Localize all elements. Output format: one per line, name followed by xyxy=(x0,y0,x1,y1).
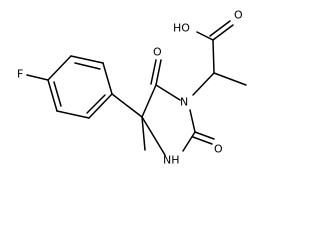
upper-carbonyl-bond-second xyxy=(150,59,157,85)
hydantoin-ring xyxy=(141,84,196,156)
chemical-structure-drawing: F HO O O N O NH xyxy=(17,9,247,167)
c-f-bond xyxy=(26,74,49,81)
upper-carbonyl-bond xyxy=(155,59,162,86)
methyl-bond xyxy=(141,116,146,151)
ring-carbonyl-oxygen-lower-label: O xyxy=(214,143,223,156)
ch-methyl-bond xyxy=(213,72,247,86)
ring-nitrogen-label: N xyxy=(180,96,188,109)
ring-carbonyl-oxygen-upper-label: O xyxy=(153,46,162,59)
fluorine-label: F xyxy=(17,68,23,81)
carboxyl-oxygen-label: O xyxy=(234,9,243,22)
c-oh-bond xyxy=(196,31,214,41)
ring-nh-label: NH xyxy=(163,154,180,167)
lower-carbonyl-bond xyxy=(194,131,215,140)
ch-to-carboxyl-bond xyxy=(212,39,215,74)
lower-carbonyl-bond-second xyxy=(192,136,213,145)
n-to-ch-bond xyxy=(192,72,215,96)
aryl-to-ring-bond xyxy=(111,93,143,118)
carboxyl-double-bond xyxy=(212,24,234,41)
carboxyl-double-bond-second xyxy=(209,20,231,37)
chemical-structure-figure: F HO O O N O NH xyxy=(17,9,247,167)
fluorophenyl-ring xyxy=(47,55,113,119)
hydroxyl-label: HO xyxy=(173,22,190,35)
